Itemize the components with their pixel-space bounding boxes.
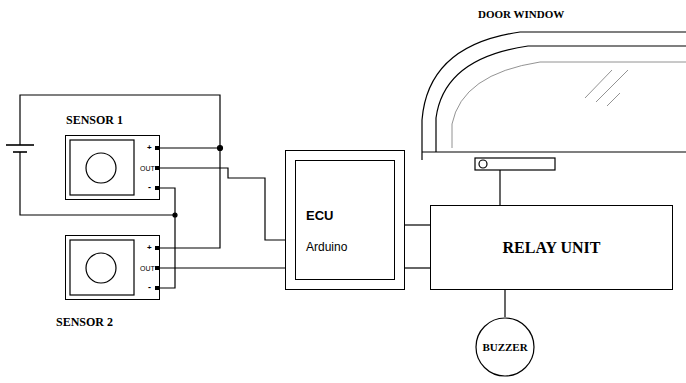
signal-wire xyxy=(405,267,430,268)
ecu-box: ECU Arduino xyxy=(285,150,405,290)
pin-name: - xyxy=(148,283,151,293)
window-sensor-eye xyxy=(479,160,487,168)
pin-name: OUT xyxy=(140,165,155,173)
node-label: RELAY UNIT xyxy=(431,239,672,257)
pin-terminal xyxy=(155,186,159,190)
sensor-body xyxy=(70,140,134,195)
signal-wire xyxy=(160,168,285,240)
pin-name: + xyxy=(147,144,152,153)
pin-terminal xyxy=(155,166,159,170)
window-sensor-bar xyxy=(475,158,555,170)
ground-wire xyxy=(20,152,175,215)
node-label: SENSOR 1 xyxy=(66,114,123,127)
pin-terminal xyxy=(155,286,159,290)
ground-wire xyxy=(160,215,175,288)
pin-name: OUT xyxy=(140,265,155,273)
pin-terminal xyxy=(155,246,159,250)
pin-terminal xyxy=(155,146,159,150)
window-glass xyxy=(452,62,686,148)
relay-window-wire xyxy=(499,170,500,205)
pin-terminal xyxy=(155,266,159,270)
node-label: SENSOR 2 xyxy=(56,316,113,329)
signal-wire xyxy=(160,267,285,268)
sensor-body xyxy=(70,240,134,295)
signal-wire xyxy=(504,290,505,317)
figure-label: DOOR WINDOW xyxy=(478,8,564,20)
buzzer-circle: BUZZER xyxy=(475,317,535,377)
window-frame xyxy=(436,46,686,152)
node-label: ECU xyxy=(306,209,333,223)
pin-name: + xyxy=(147,244,152,253)
door-frame xyxy=(422,32,686,160)
junction-dot xyxy=(173,213,177,217)
glass-reflection xyxy=(585,70,628,106)
sensor-box: SENSOR 1+OUT- xyxy=(65,135,160,200)
sensor-lens xyxy=(86,253,116,283)
sensor-box: SENSOR 2+OUT- xyxy=(65,235,160,300)
pin-name: - xyxy=(148,183,151,193)
sensor-lens xyxy=(86,153,116,183)
node-label: Arduino xyxy=(306,241,347,254)
signal-wire xyxy=(160,148,220,248)
node-label: BUZZER xyxy=(475,341,535,353)
window-sill xyxy=(422,151,686,152)
signal-wire xyxy=(405,224,430,225)
relay-box: RELAY UNIT xyxy=(430,205,673,290)
